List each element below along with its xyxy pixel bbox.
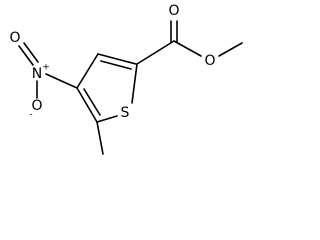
bond-s-c2 [131, 63, 138, 104]
bond-c4-c5 [76, 87, 98, 123]
atom-charge-nitro-oxygen-anion: - [29, 110, 32, 120]
bond-ether-o-methyl [218, 42, 243, 57]
bond-c2-c3-inner [100, 60, 132, 70]
methyl-ester-group [136, 20, 243, 65]
bond-carbonyl-ether-o [173, 40, 202, 57]
atom-label-nitro-oxygen-double: O [9, 30, 20, 46]
bond-c5-methyl [96, 121, 104, 155]
atom-label-nitro-oxygen-anion: O [31, 98, 42, 114]
bond-c2-c3 [97, 53, 137, 65]
bond-c4-c5-inner [83, 88, 101, 116]
atom-label-ring-sulfur: S [121, 105, 130, 121]
atom-label-nitro-nitrogen: N [32, 66, 42, 82]
atom-label-carbonyl-oxygen: O [168, 3, 179, 19]
bond-nitro-n-o-double-b [23, 42, 39, 63]
bond-c3-c4 [76, 53, 99, 89]
chemical-structure-diagram: O O S N + O - O [9, 3, 243, 155]
atom-label-ether-oxygen: O [204, 53, 215, 69]
bond-c5-s [96, 115, 118, 123]
bond-nitro-n-o-double-a [18, 45, 34, 66]
bond-c4-nitro-n [45, 73, 78, 89]
bond-c2-carbonyl [136, 40, 175, 65]
atom-charge-nitro-nitrogen: + [42, 63, 50, 73]
nitro-group [18, 42, 78, 99]
thiophene-ring [76, 53, 138, 123]
